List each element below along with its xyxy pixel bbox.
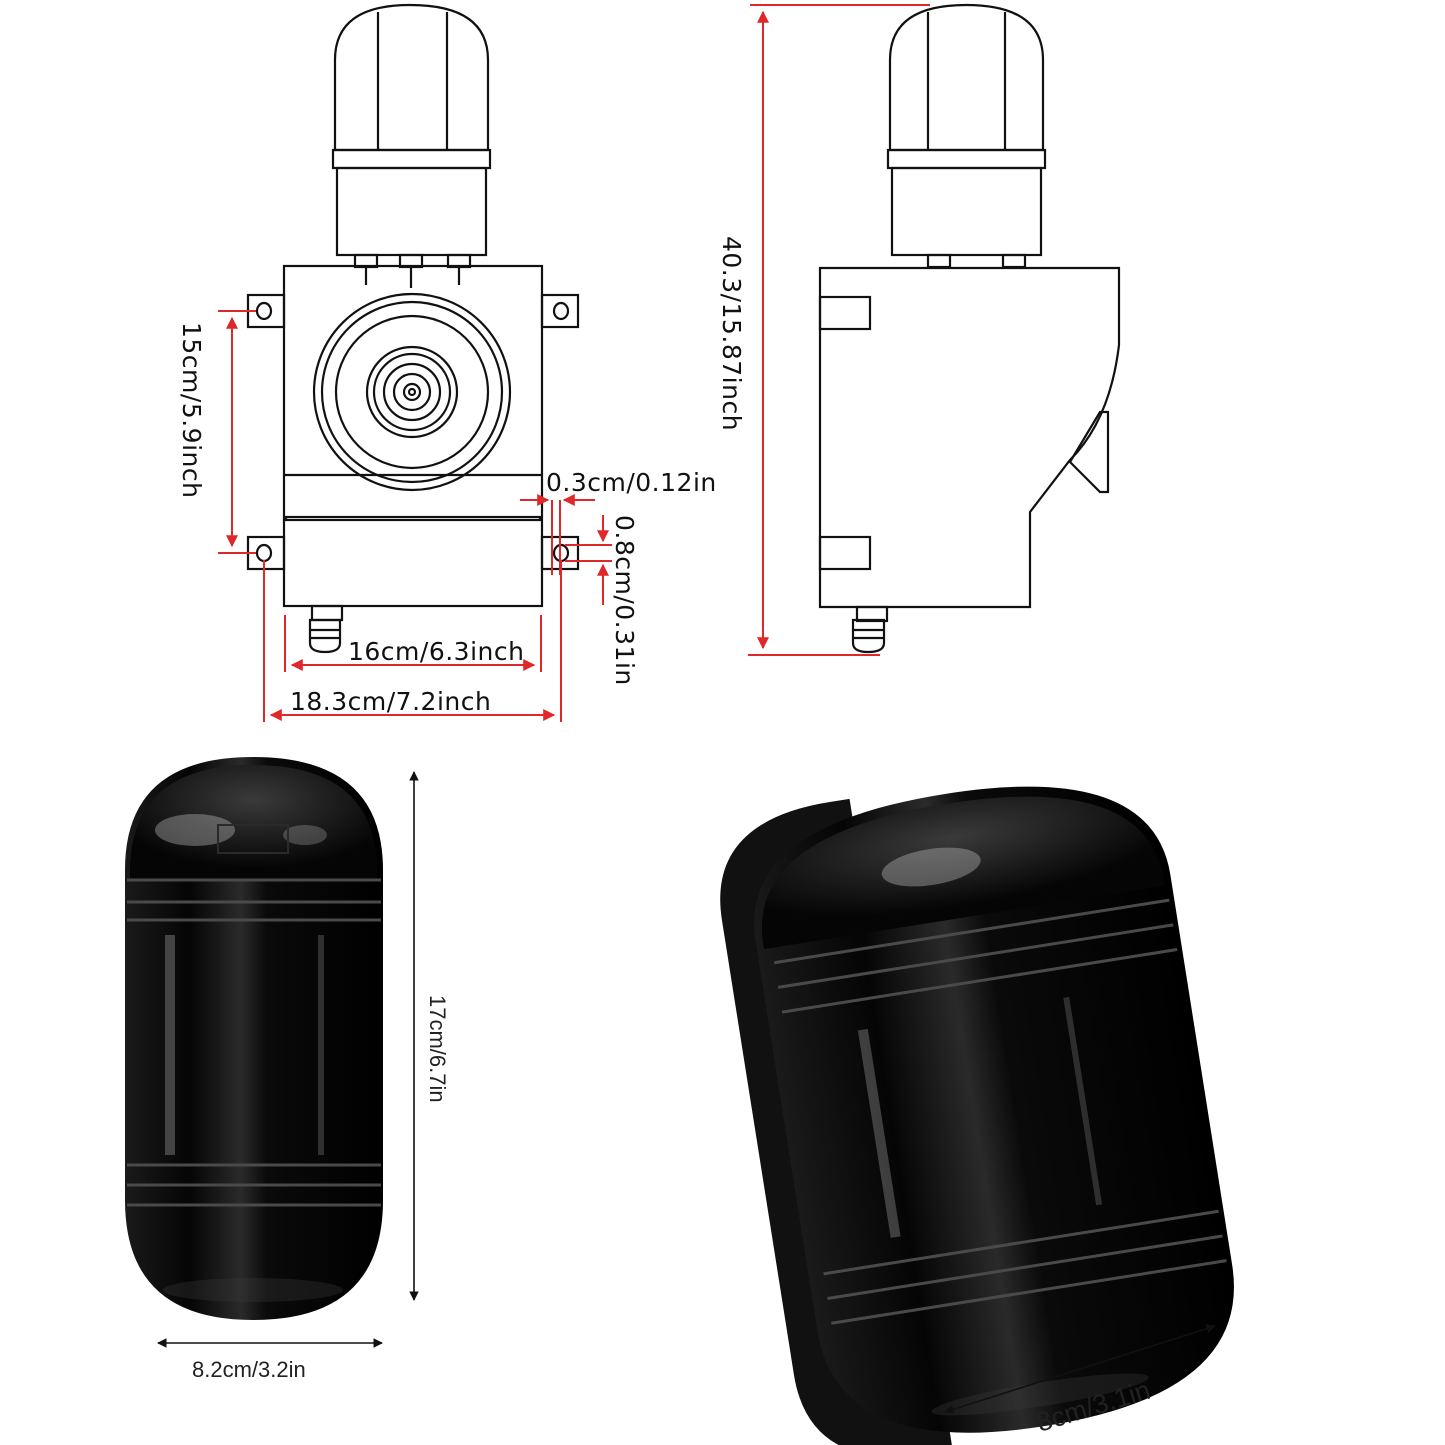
side-housing <box>818 266 1121 609</box>
siren-lamp-base <box>335 166 488 257</box>
mounting-tabs <box>246 293 580 571</box>
body-width-label: 16cm/6.3inch <box>348 637 524 666</box>
sensor-front-view <box>125 757 383 1320</box>
sensor-front-body <box>125 757 383 1320</box>
siren-lamp-dome <box>333 3 490 152</box>
sensor-front-dimension-lines <box>157 771 419 1348</box>
side-horn <box>1068 410 1110 494</box>
sensor-width-label: 8.2cm/3.2in <box>192 1357 306 1382</box>
height-label-15cm: 15cm/5.9inch <box>177 322 206 498</box>
overall-width-label: 18.3cm/7.2inch <box>290 687 491 716</box>
sensor-angled-dimension-line <box>944 1324 1216 1414</box>
siren-terminals <box>353 253 472 288</box>
sensor-height-label: 17cm/6.7in <box>425 995 450 1103</box>
front-dimension-lines <box>218 310 612 722</box>
hole-diameter-label: 0.8cm/0.31in <box>610 515 639 686</box>
sensor-angled-view <box>720 786 1234 1445</box>
side-lamp-dome <box>888 3 1045 152</box>
total-height-label: 40.3/15.87inch <box>717 236 746 431</box>
siren-lamp-ring <box>331 148 492 170</box>
plate-thickness-label: 0.3cm/0.12in <box>546 468 717 497</box>
siren-housing <box>282 264 544 608</box>
speaker-icon <box>312 292 512 492</box>
siren-front-view <box>246 3 580 654</box>
side-dimension-lines <box>748 4 930 656</box>
siren-side-view <box>818 3 1121 654</box>
cable-gland <box>308 604 344 654</box>
